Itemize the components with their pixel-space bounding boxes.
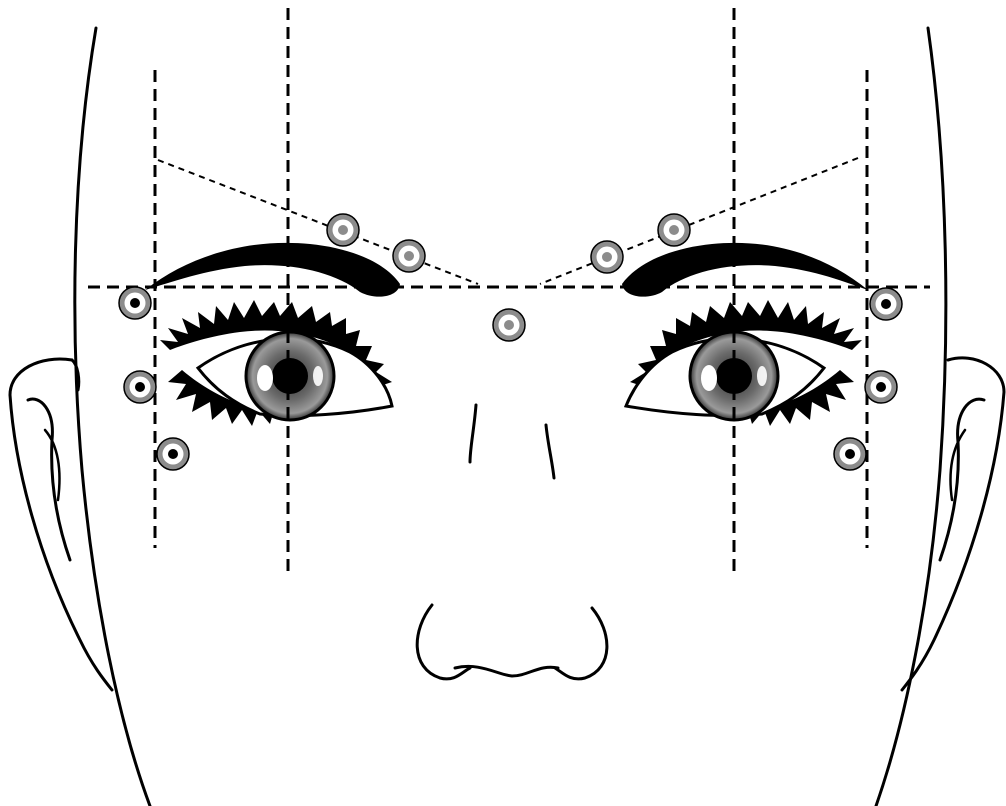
right-eye-highlight xyxy=(701,365,717,391)
right-eyebrow xyxy=(622,243,868,297)
nose-tip xyxy=(455,666,558,676)
right-eye xyxy=(626,300,862,426)
eye-right-outer-dot xyxy=(865,371,897,403)
nostril-right xyxy=(555,608,607,679)
head-outline xyxy=(75,28,946,806)
left-eye xyxy=(160,300,392,426)
brow-right-arch-dot xyxy=(658,214,690,246)
brow-left-outer-dot xyxy=(119,287,151,319)
left-eyebrow xyxy=(145,243,400,297)
nose xyxy=(417,405,607,679)
brow-left-arch-dot xyxy=(327,214,359,246)
cheek-left-dot xyxy=(157,438,189,470)
eyebrows xyxy=(145,243,868,297)
left-pupil xyxy=(272,358,308,394)
right-eye-highlight-small xyxy=(757,366,767,386)
nose-bridge-right xyxy=(546,425,554,478)
brow-right-inner-dot xyxy=(591,241,623,273)
face-right-contour xyxy=(876,28,946,806)
left-eye-highlight-small xyxy=(313,366,323,386)
left-ear xyxy=(10,359,112,690)
cheek-right-dot xyxy=(834,438,866,470)
glabella-dot xyxy=(493,309,525,341)
brow-right-outer-dot xyxy=(870,288,902,320)
eye-left-outer-dot xyxy=(124,371,156,403)
left-eye-highlight xyxy=(257,365,273,391)
nose-bridge-left xyxy=(470,405,476,462)
brow-left-inner-dot xyxy=(393,240,425,272)
guide-lines xyxy=(88,8,930,575)
